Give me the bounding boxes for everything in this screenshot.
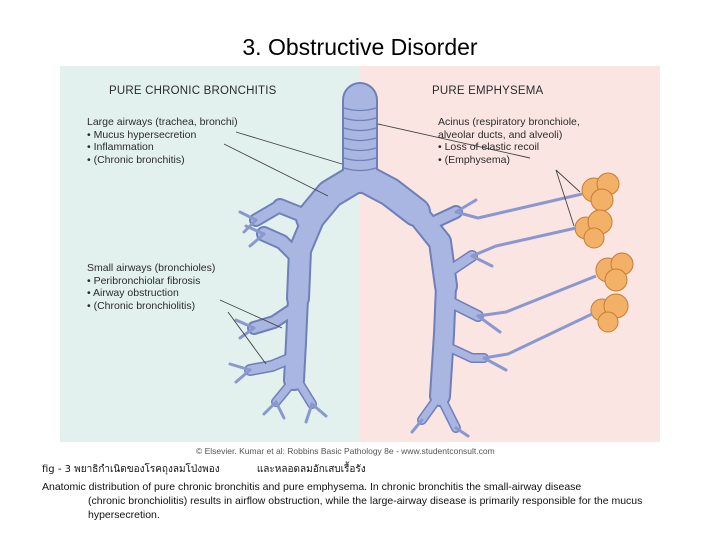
small-airways-title: Small airways (bronchioles) <box>87 262 216 274</box>
acinus-title-cont: alveolar ducts, and alveoli) <box>438 128 563 141</box>
small-airways-bullet: • (Chronic bronchiolitis) <box>87 299 196 312</box>
large-airways-title: Large airways (trachea, bronchi) <box>87 116 238 128</box>
caption-line-1: Anatomic distribution of pure chronic br… <box>42 481 582 493</box>
airway-fill <box>245 84 488 432</box>
large-airways-bullet: • (Chronic bronchitis) <box>87 153 185 166</box>
figure-label-b: และหลอดลมอักเสบเรื้อรัง <box>256 464 366 475</box>
trachea-rings <box>343 107 377 172</box>
airway-diagram-figure: PURE CHRONIC BRONCHITIS PURE EMPHYSEMA L… <box>60 66 660 442</box>
airway-tree-illustration <box>219 82 634 438</box>
slide-title: 3. Obstructive Disorder <box>242 34 478 60</box>
small-airways-bullet: • Peribronchiolar fibrosis <box>87 274 201 287</box>
acinus-title: Acinus (respiratory bronchiole, <box>438 116 580 128</box>
bronchiole-branches-right <box>410 198 510 438</box>
pointer-lines <box>219 123 581 365</box>
emphysema-heading: PURE EMPHYSEMA <box>432 85 544 97</box>
bronchiole-branches-left <box>228 210 328 424</box>
chronic-bronchitis-heading: PURE CHRONIC BRONCHITIS <box>109 85 277 97</box>
large-airways-note: Large airways (trachea, bronchi) • Mucus… <box>87 116 238 166</box>
figure-caption: Anatomic distribution of pure chronic br… <box>42 480 692 522</box>
large-airways-bullet: • Mucus hypersecretion <box>87 128 197 141</box>
acinus-bullet: • (Emphysema) <box>438 153 510 166</box>
image-credit: © Elsevier. Kumar et al: Robbins Basic P… <box>196 446 495 456</box>
acinus-cluster-icon <box>574 172 634 333</box>
acinus-note: Acinus (respiratory bronchiole, alveolar… <box>438 116 580 166</box>
figure-label: fig - 3 พยาธิกำเนิดของโรคถุงลมโป่งพอง แล… <box>42 462 366 477</box>
large-airways-bullet: • Inflammation <box>87 141 154 154</box>
small-airways-bullet: • Airway obstruction <box>87 287 179 300</box>
caption-line-2: (chronic bronchiolitis) results in airfl… <box>88 495 643 521</box>
figure-label-a: fig - 3 พยาธิกำเนิดของโรคถุงลมโป่งพอง <box>42 464 220 475</box>
emphysema-panel <box>359 66 660 442</box>
acinus-bullet: • Loss of elastic recoil <box>438 141 540 154</box>
small-airways-note: Small airways (bronchioles) • Peribronch… <box>87 262 215 312</box>
